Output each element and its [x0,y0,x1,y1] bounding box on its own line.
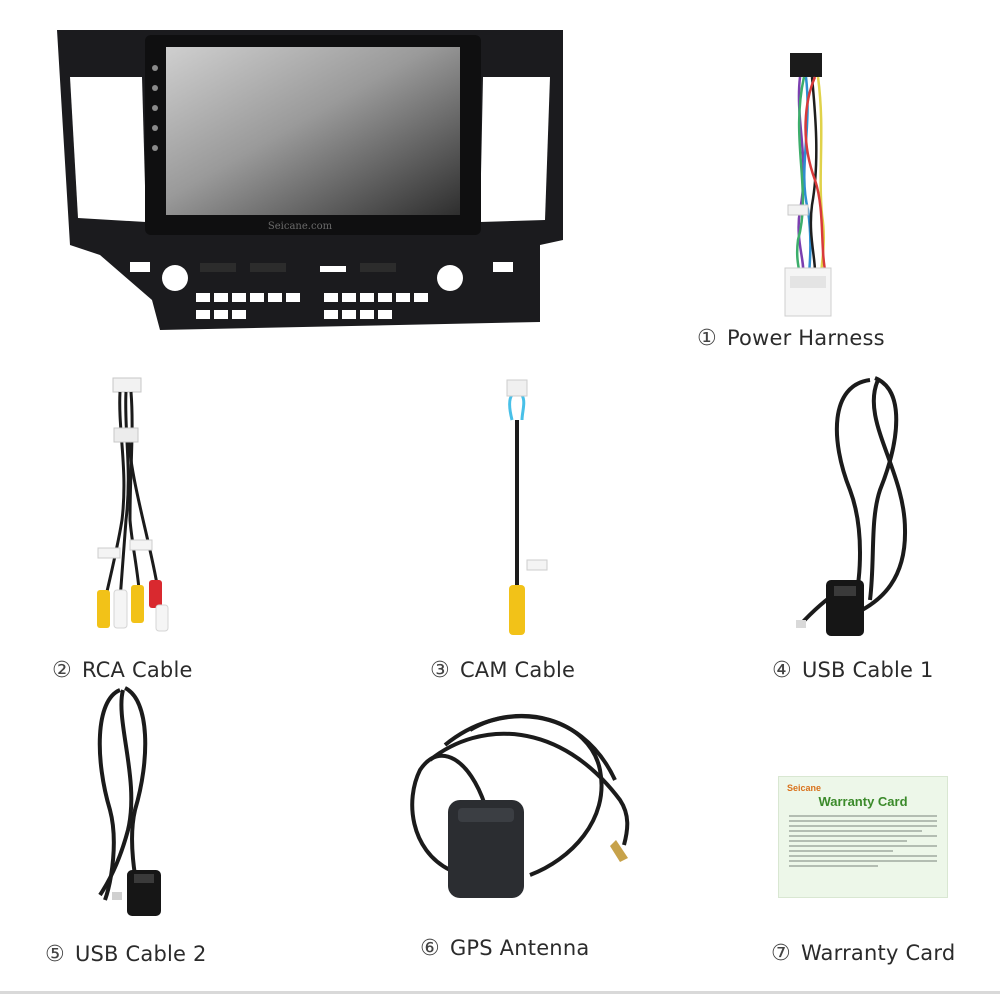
item-number: ⑦ [771,941,791,966]
item-label-gps-antenna: ⑥ GPS Antenna [420,936,589,961]
warranty-card-title: Warranty Card [818,794,908,809]
bottom-divider [0,991,1000,994]
item-number: ③ [430,658,450,683]
item-number: ① [697,326,717,351]
item-number: ⑤ [45,942,65,967]
warranty-card-image: Seicane Warranty Card [778,776,948,898]
warranty-card-fine-print [789,815,937,870]
item-name: CAM Cable [459,658,576,682]
brand-watermark: Seicane.com [268,221,333,232]
item-number: ④ [772,658,792,683]
item-name: Power Harness [726,326,885,350]
item-number: ② [52,658,72,683]
item-name: USB Cable 1 [801,658,934,682]
item-name: USB Cable 2 [74,942,207,966]
item-label-rca-cable: ② RCA Cable [52,658,193,683]
warranty-card-brand: Seicane [787,783,822,793]
item-name: RCA Cable [81,658,193,682]
item-label-power-harness: ① Power Harness [697,326,885,351]
item-name: GPS Antenna [449,936,590,960]
item-label-usb-cable-2: ⑤ USB Cable 2 [45,942,207,967]
item-name: Warranty Card [800,941,956,965]
item-label-warranty-card: ⑦ Warranty Card [771,941,955,966]
item-number: ⑥ [420,936,440,961]
item-label-usb-cable-1: ④ USB Cable 1 [772,658,934,683]
item-label-cam-cable: ③ CAM Cable [430,658,575,683]
